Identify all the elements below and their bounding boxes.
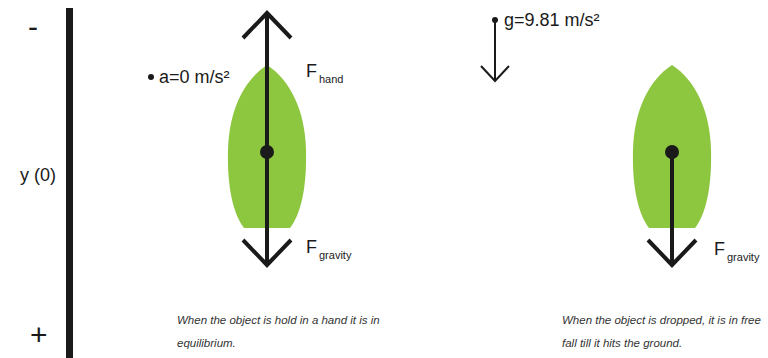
force-subscript: hand	[319, 74, 343, 85]
force-subscript: gravity	[727, 252, 759, 263]
force-symbol: F	[306, 62, 317, 80]
hand-force-arrow	[265, 14, 269, 152]
arrowhead	[243, 240, 291, 265]
gravity-force-arrow	[670, 152, 674, 263]
force-symbol: F	[714, 240, 725, 258]
force-symbol: F	[306, 238, 317, 256]
center-dot	[260, 145, 274, 159]
axis-label: y (0)	[20, 166, 56, 184]
acceleration-arrow	[494, 20, 496, 80]
caption-text: When the object is hold in a hand it is …	[177, 309, 392, 355]
arrowhead	[481, 66, 509, 81]
center-dot	[665, 145, 679, 159]
y-axis-bar	[66, 8, 73, 358]
force-subscript: gravity	[319, 250, 351, 261]
arrowhead	[648, 240, 696, 265]
caption-text: When the object is dropped, it is in fre…	[562, 309, 762, 355]
acceleration-label: a=0 m/s²	[159, 68, 230, 86]
bullet-dot	[148, 74, 154, 80]
axis-sign: +	[30, 320, 48, 350]
arrowhead	[243, 13, 291, 38]
acceleration-label: g=9.81 m/s²	[504, 11, 600, 29]
gravity-force-arrow	[265, 152, 269, 263]
axis-sign: -	[28, 12, 38, 42]
